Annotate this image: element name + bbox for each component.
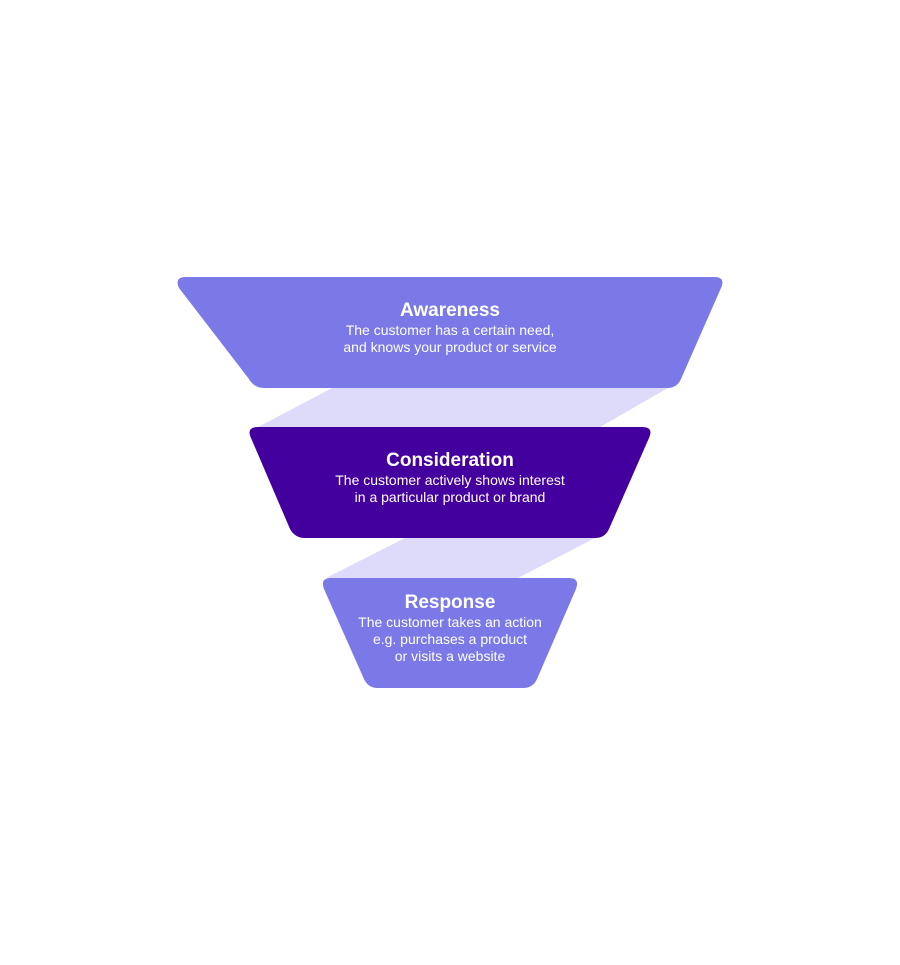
stage-response-title: Response [404, 592, 496, 613]
stage-awareness-desc-line-2: and knows your product or service [343, 339, 557, 355]
stage-consideration-desc-line-2: in a particular product or brand [354, 489, 546, 505]
stage-consideration-title: Consideration [386, 450, 514, 471]
stage-response-text: Response The customer takes an action e.… [330, 591, 570, 665]
stage-response-desc-line-2: e.g. purchases a product [372, 631, 528, 647]
connector-awareness-consideration [258, 388, 668, 427]
funnel-stage-response [322, 578, 578, 688]
stage-response-desc-line-1: The customer takes an action [358, 614, 542, 630]
stage-consideration-text: Consideration The customer actively show… [300, 449, 600, 506]
stage-consideration-desc-line-1: The customer actively shows interest [335, 472, 565, 488]
funnel-stage-awareness [177, 277, 723, 388]
stage-awareness-text: Awareness The customer has a certain nee… [250, 299, 650, 356]
funnel-stage-consideration [249, 427, 651, 538]
stage-response-desc-line-3: or visits a website [394, 648, 506, 664]
stage-awareness-desc-line-1: The customer has a certain need, [345, 322, 555, 338]
connector-consideration-response [326, 538, 595, 578]
stage-awareness-title: Awareness [400, 300, 500, 321]
